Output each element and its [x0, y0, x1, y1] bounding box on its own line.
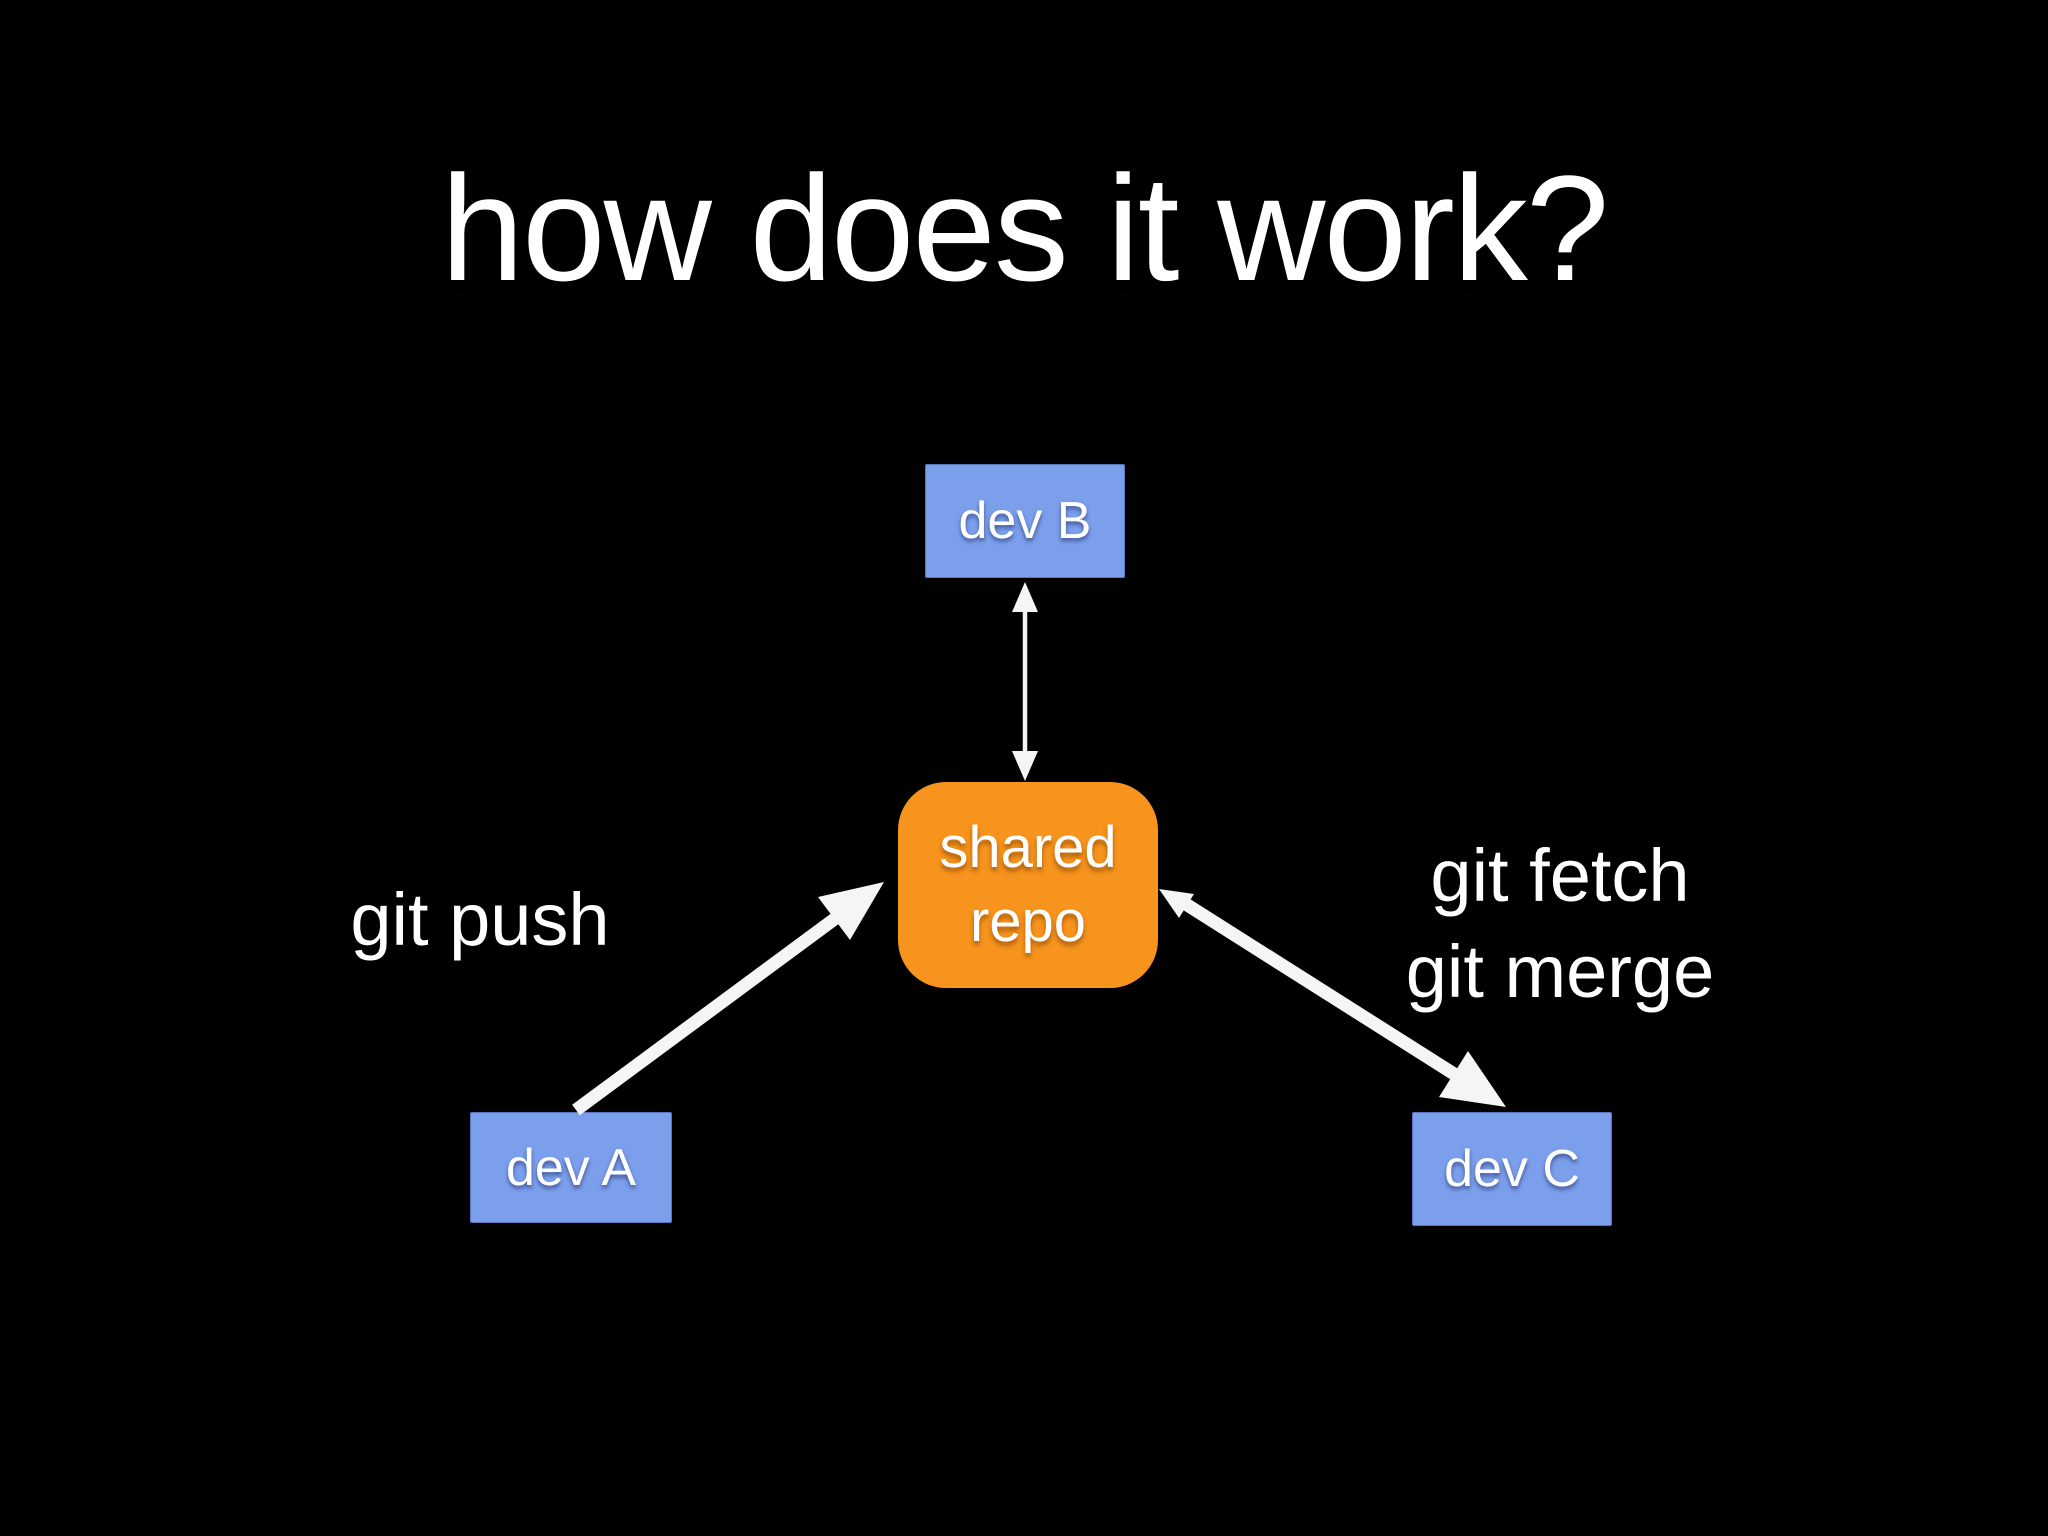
arrow-small-head-icon — [1159, 889, 1194, 918]
arrow-big-head-icon — [1439, 1051, 1506, 1107]
node-shared-repo: shared repo — [898, 782, 1158, 988]
node-dev-c: dev C — [1412, 1112, 1612, 1226]
edge-label-git-push: git push — [350, 878, 610, 961]
node-dev-a-label: dev A — [505, 1138, 637, 1197]
arrow-head-icon — [818, 882, 884, 940]
node-shared-repo-label-line1: shared — [939, 814, 1117, 880]
node-dev-b: dev B — [925, 464, 1125, 578]
arrow-down-head-icon — [1012, 751, 1038, 781]
node-dev-b-label: dev B — [958, 492, 1092, 550]
node-dev-c-label: dev C — [1444, 1140, 1580, 1198]
edge-label-git-merge: git merge — [1405, 930, 1715, 1014]
node-dev-a: dev A — [470, 1112, 672, 1223]
edge-label-git-fetch-merge: git fetch git merge — [1380, 828, 1740, 1020]
node-shared-repo-label-line2: repo — [969, 889, 1087, 954]
slide-title: how does it work? — [440, 144, 1610, 312]
arrow-devb-sharedrepo — [1012, 582, 1038, 781]
edge-label-git-fetch: git fetch — [1430, 834, 1690, 917]
arrow-up-head-icon — [1012, 582, 1038, 612]
